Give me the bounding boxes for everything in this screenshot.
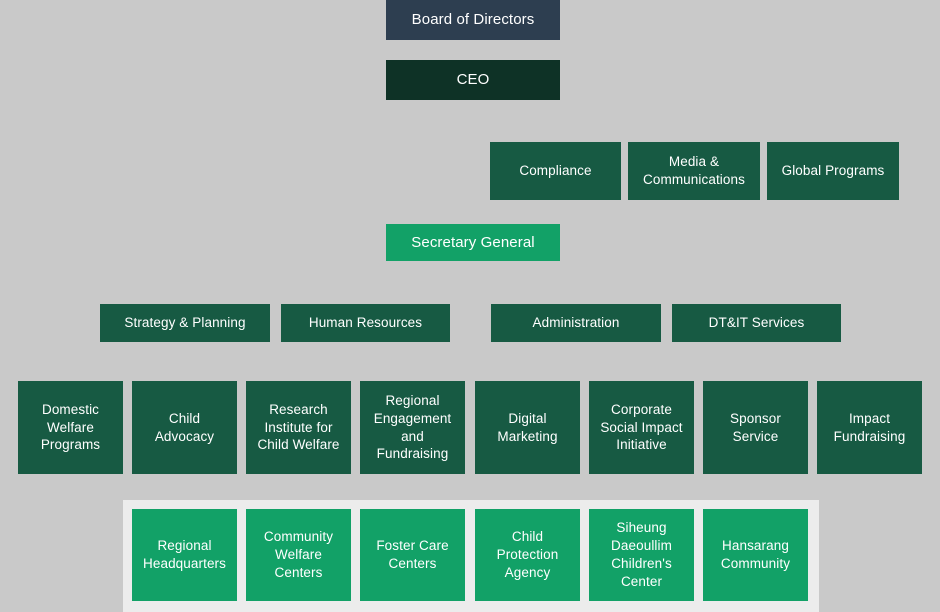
sponsor-service-label: Sponsor Service [730,410,781,444]
hansarang-community-label: Hansarang Community [720,538,791,571]
community-welfare-centers-node: Community Welfare Centers [246,509,351,601]
global-programs-node: Global Programs [767,142,899,200]
dtit-services-node: DT&IT Services [672,304,841,342]
regional-headquarters-node: Regional Headquarters [132,509,237,601]
media-communications-node: Media & Communications [628,142,760,200]
corporate-social-impact-label: Corporate Social Impact Initiative [600,401,683,453]
child-advocacy-label: Child Advocacy [154,410,215,444]
child-protection-agency-label: Child Protection Agency [496,529,559,580]
administration-node: Administration [491,304,661,342]
board-of-directors-node: Board of Directors [386,0,560,40]
ceo-label: CEO [456,71,490,89]
secretary-general-node: Secretary General [386,224,560,261]
human-resources-label: Human Resources [308,315,423,331]
corporate-social-impact-node: Corporate Social Impact Initiative [589,381,694,474]
strategy-planning-node: Strategy & Planning [100,304,270,342]
research-institute-label: Research Institute for Child Welfare [257,401,340,453]
foster-care-centers-label: Foster Care Centers [376,538,449,571]
domestic-welfare-programs-label: Domestic Welfare Programs [40,401,101,453]
domestic-welfare-programs-node: Domestic Welfare Programs [18,381,123,474]
siheung-daeoullim-childrens-center-node: Siheung Daeoullim Children's Center [589,509,694,601]
human-resources-node: Human Resources [281,304,450,342]
compliance-label: Compliance [519,163,592,179]
digital-marketing-label: Digital Marketing [497,410,558,444]
regional-headquarters-label: Regional Headquarters [143,538,226,571]
regional-engagement-fundraising-label: Regional Engagement and Fundraising [373,392,452,462]
community-welfare-centers-label: Community Welfare Centers [263,529,334,580]
child-protection-agency-node: Child Protection Agency [475,509,580,601]
foster-care-centers-node: Foster Care Centers [360,509,465,601]
media-communications-label: Media & Communications [643,154,745,187]
impact-fundraising-node: Impact Fundraising [817,381,922,474]
administration-label: Administration [532,315,620,331]
board-of-directors-label: Board of Directors [411,11,535,29]
research-institute-node: Research Institute for Child Welfare [246,381,351,474]
siheung-daeoullim-childrens-center-label: Siheung Daeoullim Children's Center [611,520,672,589]
regional-engagement-fundraising-node: Regional Engagement and Fundraising [360,381,465,474]
sponsor-service-node: Sponsor Service [703,381,808,474]
dtit-services-label: DT&IT Services [708,315,805,331]
digital-marketing-node: Digital Marketing [475,381,580,474]
child-advocacy-node: Child Advocacy [132,381,237,474]
secretary-general-label: Secretary General [411,233,535,251]
ceo-node: CEO [386,60,560,100]
hansarang-community-node: Hansarang Community [703,509,808,601]
compliance-node: Compliance [490,142,621,200]
strategy-planning-label: Strategy & Planning [124,315,246,331]
global-programs-label: Global Programs [781,163,885,179]
impact-fundraising-label: Impact Fundraising [833,410,906,444]
